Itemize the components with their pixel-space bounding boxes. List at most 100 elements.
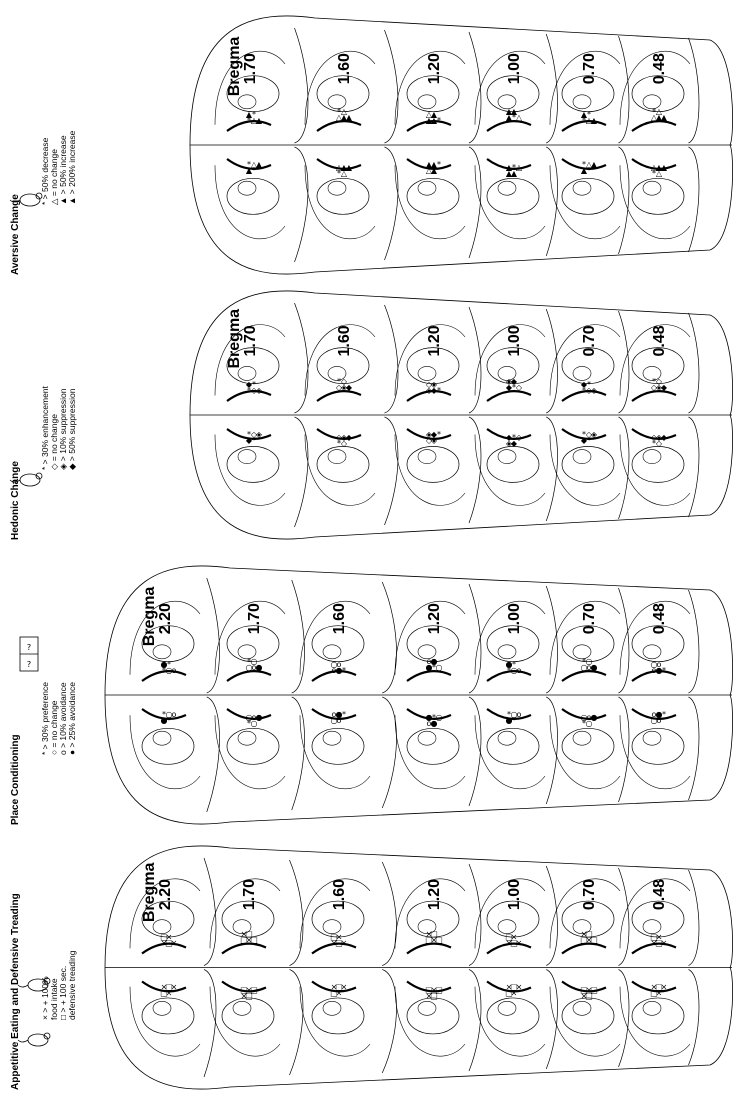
- site-marker: □: [505, 933, 513, 942]
- site-marker: *: [507, 666, 511, 675]
- site-marker: ◆: [431, 430, 438, 439]
- site-marker: ○: [166, 710, 173, 719]
- site-marker: □: [430, 992, 438, 1001]
- site-marker: *: [167, 716, 171, 725]
- site-marker: *: [652, 107, 656, 116]
- site-marker: □: [430, 930, 438, 939]
- site-marker: □: [250, 936, 258, 945]
- bregma-level-label: 1.70: [241, 879, 258, 910]
- site-marker: *: [582, 657, 586, 666]
- bregma-level-label: 1.20: [426, 603, 443, 634]
- site-marker: △: [516, 163, 523, 172]
- site-marker: *: [437, 116, 441, 125]
- site-marker: □: [330, 989, 338, 998]
- site-marker: ▲: [431, 110, 438, 119]
- site-marker: ●: [591, 713, 598, 722]
- rat-aversive-icon: [9, 192, 43, 207]
- site-marker: ●: [161, 716, 168, 725]
- site-marker: ▲: [661, 113, 668, 122]
- site-marker: □: [245, 992, 253, 1001]
- site-marker: ×: [586, 936, 593, 945]
- bregma-level-label: 0.70: [581, 603, 598, 634]
- site-marker: □: [330, 933, 338, 942]
- site-marker: ◈: [431, 380, 438, 389]
- site-marker: *: [252, 436, 256, 445]
- site-marker: o: [252, 713, 257, 722]
- bregma-level-label: 0.48: [651, 53, 668, 84]
- site-marker: o: [652, 710, 657, 719]
- site-marker: ◈: [506, 439, 513, 448]
- site-marker: ×: [246, 986, 253, 995]
- site-marker: ○: [251, 657, 258, 666]
- site-marker: *: [512, 433, 516, 442]
- legend-item: ◈ > 10% suppression: [58, 388, 68, 470]
- site-marker: ◇: [656, 377, 663, 386]
- site-marker: ◆: [246, 436, 253, 445]
- site-marker: *: [162, 710, 166, 719]
- site-marker: △: [426, 110, 433, 119]
- bregma-label: Bregma: [141, 587, 158, 647]
- bregma-level-label: 1.00: [506, 325, 523, 356]
- place-box-icon: ??: [19, 636, 39, 672]
- coronal-section: [474, 33, 558, 257]
- site-marker: o: [172, 666, 177, 675]
- site-marker: *: [247, 657, 251, 666]
- site-marker: ×: [651, 983, 658, 992]
- site-marker: ◆: [506, 383, 513, 392]
- bregma-level-label: 1.70: [242, 53, 259, 84]
- site-marker: *: [162, 666, 166, 675]
- site-marker: *: [652, 169, 656, 178]
- legend-item: defensive treading: [67, 950, 77, 1020]
- site-marker: ×: [661, 939, 668, 948]
- site-marker: ◆: [661, 433, 668, 442]
- site-marker: ◈: [656, 433, 663, 442]
- coronal-section: [214, 579, 305, 811]
- site-marker: □: [435, 986, 443, 995]
- site-marker: *: [662, 666, 666, 675]
- site-marker: △: [651, 163, 658, 172]
- bregma-level-label: 1.60: [331, 603, 348, 634]
- site-marker: ×: [426, 930, 433, 939]
- rat-eating-icon: [17, 1032, 51, 1047]
- site-marker: ○: [586, 719, 593, 728]
- panel-title: Hedonic Change: [10, 461, 21, 540]
- svg-text:?: ?: [27, 643, 31, 652]
- site-marker: ×: [516, 939, 523, 948]
- bregma-level-label: 1.00: [506, 53, 523, 84]
- site-marker: ◈: [341, 383, 348, 392]
- site-marker: o: [172, 710, 177, 719]
- coronal-section: [394, 863, 482, 1072]
- site-marker: ◇: [251, 386, 258, 395]
- coronal-section: [474, 585, 558, 805]
- coronal-section: [394, 31, 482, 259]
- bregma-level-label: 1.00: [506, 879, 523, 910]
- site-marker: *: [652, 377, 656, 386]
- site-marker: *: [662, 710, 666, 719]
- site-marker: ▲: [246, 166, 253, 175]
- site-marker: ×: [426, 992, 433, 1001]
- site-marker: o: [427, 719, 432, 728]
- site-marker: o: [252, 663, 257, 672]
- coronal-section: [299, 581, 397, 809]
- site-marker: □: [585, 992, 593, 1001]
- site-marker: *: [337, 439, 341, 448]
- site-marker: ◈: [591, 430, 598, 439]
- site-marker: ×: [341, 939, 348, 948]
- site-marker: □: [425, 986, 433, 995]
- site-marker: □: [650, 989, 658, 998]
- site-marker: *: [582, 386, 586, 395]
- site-marker: ○: [651, 716, 658, 725]
- site-marker: ◈: [341, 433, 348, 442]
- site-marker: ◆: [581, 380, 588, 389]
- site-marker: □: [165, 939, 173, 948]
- legend-item: ● > 25% avoidance: [67, 682, 77, 755]
- site-marker: ○: [166, 666, 173, 675]
- legend-item: ▲ > 200% increase: [67, 130, 77, 205]
- site-marker: ×: [651, 939, 658, 948]
- site-marker: □: [655, 939, 663, 948]
- rat-hedonic-icon: [9, 472, 43, 487]
- site-marker: ×: [171, 983, 178, 992]
